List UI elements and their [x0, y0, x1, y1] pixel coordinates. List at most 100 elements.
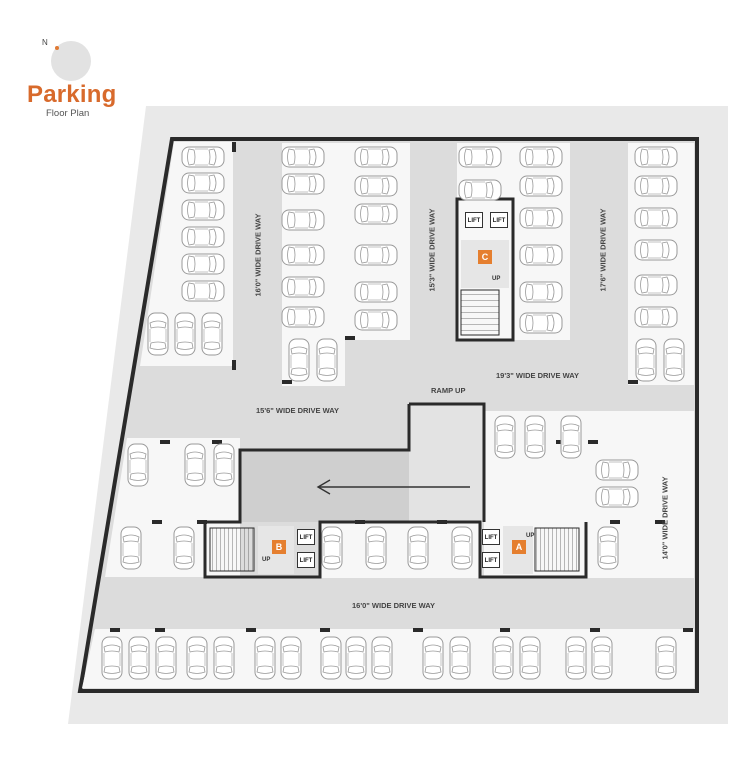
parked-car — [181, 280, 225, 302]
parked-car — [147, 312, 169, 356]
parked-car — [354, 175, 398, 197]
parked-car — [365, 526, 387, 570]
parked-car — [565, 636, 587, 680]
core-b-badge: B — [272, 540, 286, 554]
parked-car — [354, 244, 398, 266]
lift-c-2: LIFT — [490, 212, 508, 228]
parked-car — [519, 207, 563, 229]
core-c-up: UP — [492, 276, 501, 282]
parked-car — [422, 636, 444, 680]
core-a-up: UP — [526, 533, 535, 539]
page-subtitle: Floor Plan — [46, 108, 90, 119]
parked-car — [634, 207, 678, 229]
parked-car — [519, 244, 563, 266]
parked-car — [524, 415, 546, 459]
parked-car — [288, 338, 310, 382]
parked-car — [320, 636, 342, 680]
parked-car — [213, 636, 235, 680]
driveway-label-right: 14'0" WIDE DRIVE WAY — [660, 476, 670, 560]
lift-c-1: LIFT — [465, 212, 483, 228]
core-a-badge: A — [512, 540, 526, 554]
parked-car — [354, 281, 398, 303]
parked-car — [635, 338, 657, 382]
parked-car — [519, 281, 563, 303]
parked-car — [155, 636, 177, 680]
parked-car — [591, 636, 613, 680]
parked-car — [634, 175, 678, 197]
parked-car — [181, 253, 225, 275]
parked-car — [280, 636, 302, 680]
parked-car — [213, 443, 235, 487]
parked-car — [128, 636, 150, 680]
parked-car — [173, 526, 195, 570]
parked-car — [184, 443, 206, 487]
parked-car — [560, 415, 582, 459]
parked-car — [634, 306, 678, 328]
core-b-up: UP — [262, 557, 271, 563]
north-label: N — [42, 38, 48, 47]
parked-car — [655, 636, 677, 680]
parked-car — [519, 175, 563, 197]
lobby-c — [461, 240, 509, 288]
parked-car — [451, 526, 473, 570]
parked-car — [597, 526, 619, 570]
stair-b — [209, 527, 255, 572]
ramp-arrow — [316, 479, 470, 495]
parked-car — [519, 312, 563, 334]
parked-car — [174, 312, 196, 356]
parked-car — [492, 636, 514, 680]
parked-car — [186, 636, 208, 680]
stair-c — [460, 289, 500, 336]
parked-car — [519, 636, 541, 680]
parked-car — [634, 239, 678, 261]
parked-car — [181, 226, 225, 248]
parked-car — [321, 526, 343, 570]
parked-car — [595, 486, 639, 508]
parked-car — [281, 146, 325, 168]
parked-car — [345, 636, 367, 680]
parked-car — [371, 636, 393, 680]
parked-car — [354, 203, 398, 225]
driveway-label-middle-right: 19'3" WIDE DRIVE WAY — [496, 371, 580, 380]
parked-car — [634, 146, 678, 168]
lift-b-2: LIFT — [297, 552, 315, 568]
driveway-label-top-mid: 15'3" WIDE DRIVE WAY — [427, 208, 437, 292]
core-c-badge: C — [478, 250, 492, 264]
parked-car — [254, 636, 276, 680]
parked-car — [354, 146, 398, 168]
ramp-up-label: RAMP UP — [431, 386, 466, 395]
parked-car — [120, 526, 142, 570]
parked-car — [494, 415, 516, 459]
parked-car — [316, 338, 338, 382]
parked-car — [181, 146, 225, 168]
parked-car — [281, 306, 325, 328]
parked-car — [634, 274, 678, 296]
parked-car — [127, 443, 149, 487]
parked-car — [181, 172, 225, 194]
page-title: Parking — [27, 81, 117, 108]
parked-car — [449, 636, 471, 680]
parked-car — [281, 209, 325, 231]
ramp-upper — [409, 404, 484, 522]
parked-car — [281, 244, 325, 266]
parked-car — [281, 276, 325, 298]
parked-car — [458, 179, 502, 201]
parked-car — [281, 173, 325, 195]
driveway-label-middle-left: 15'6" WIDE DRIVE WAY — [256, 406, 340, 415]
parked-car — [181, 199, 225, 221]
parked-car — [595, 459, 639, 481]
parked-car — [458, 146, 502, 168]
parked-car — [101, 636, 123, 680]
lift-a-2: LIFT — [482, 552, 500, 568]
lift-b-1: LIFT — [297, 529, 315, 545]
north-indicator — [51, 41, 91, 81]
parked-car — [663, 338, 685, 382]
driveway-label-top-left: 16'0" WIDE DRIVE WAY — [253, 213, 263, 297]
parked-car — [201, 312, 223, 356]
driveway-label-bottom: 16'0" WIDE DRIVE WAY — [352, 601, 436, 610]
lift-a-1: LIFT — [482, 529, 500, 545]
wall-markers — [110, 142, 693, 632]
stair-a — [534, 527, 580, 572]
parked-car — [519, 146, 563, 168]
